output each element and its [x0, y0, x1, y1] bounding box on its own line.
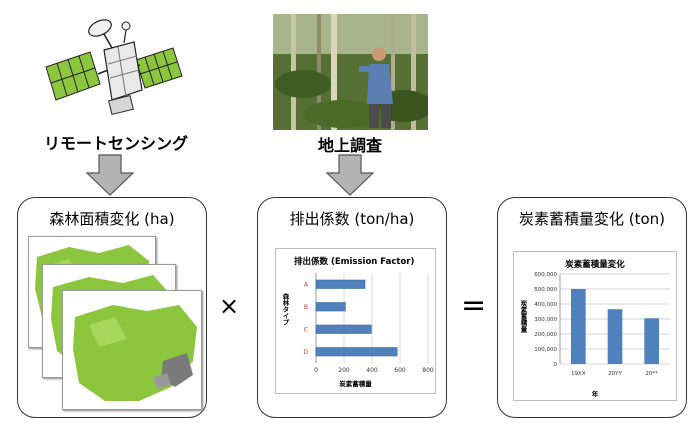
bar-B — [315, 302, 346, 312]
carbon-chart-ylabel: 炭素蓄積量 — [519, 300, 527, 333]
x-tick-label: 600 — [394, 367, 406, 374]
y-tick-label: 600,000 — [534, 272, 557, 278]
equals-operator: = — [461, 288, 487, 323]
carbon-bar-plot: 0 100,000 200,000 300,000 400,000 500,000 600,… — [534, 272, 670, 377]
bar-19XX — [571, 289, 586, 364]
y-tick-label: 100,000 — [534, 347, 557, 353]
emission-chart-title: 排出係数 (Emission Factor) — [294, 257, 415, 267]
emission-factor-panel: 排出係数 (ton/ha) 排出係数 (Emission Factor) 森林タ… — [257, 197, 447, 418]
carbon-stock-title: 炭素蓄積量変化 (ton) — [518, 210, 666, 228]
bar-D — [315, 347, 398, 357]
bar-20** — [644, 318, 659, 364]
satellite-illustration — [38, 12, 188, 127]
forest-map-layer-front — [62, 290, 202, 410]
emission-bar-plot: 0 200 400 600 800 A B C D — [303, 273, 434, 374]
down-arrow-icon — [85, 154, 135, 196]
bar-20YY — [607, 309, 623, 364]
forest-area-title: 森林面積変化 (ha) — [49, 210, 175, 228]
y-tick-label: 0 — [554, 362, 558, 368]
category-label: 20** — [645, 371, 658, 377]
remote-sensing-label: リモートセンシング — [43, 134, 188, 153]
category-label-A: A — [304, 281, 309, 288]
carbon-chart-xlabel: 年 — [591, 390, 599, 398]
y-tick-label: 200,000 — [534, 332, 557, 338]
bar-A — [315, 279, 366, 289]
x-tick-label: 0 — [314, 367, 318, 374]
emission-chart-ylabel: 森林タイプ — [281, 293, 289, 326]
forest-area-panel: 森林面積変化 (ha) — [17, 197, 207, 418]
x-tick-label: 800 — [422, 367, 434, 374]
y-tick-label: 500,000 — [534, 287, 557, 293]
category-label-D: D — [303, 349, 308, 356]
category-label-B: B — [304, 304, 308, 311]
category-label: 20YY — [608, 371, 622, 377]
x-tick-label: 200 — [338, 367, 350, 374]
x-tick-label: 400 — [366, 367, 378, 374]
satellite-icon — [45, 19, 183, 116]
multiply-operator: × — [219, 292, 240, 320]
carbon-stock-panel: 炭素蓄積量変化 (ton) 炭素蓄積量変化 炭素蓄積量 0 100,000 200,… — [497, 197, 687, 418]
category-label-C: C — [304, 326, 308, 333]
field-survey-label: 地上調査 — [317, 136, 382, 155]
field-survey-photo — [273, 14, 428, 130]
y-tick-label: 300,000 — [534, 317, 557, 323]
carbon-stock-chart: 炭素蓄積量変化 炭素蓄積量 0 100,000 200,000 300,000 400,… — [513, 251, 677, 401]
emission-chart-xlabel: 炭素蓄積量 — [339, 380, 372, 388]
down-arrow-icon — [325, 154, 375, 196]
y-tick-label: 400,000 — [534, 302, 557, 308]
category-label: 19XX — [571, 371, 586, 377]
carbon-chart-title: 炭素蓄積量変化 — [565, 260, 625, 270]
emission-factor-title: 排出係数 (ton/ha) — [289, 210, 415, 228]
emission-factor-chart: 排出係数 (Emission Factor) 森林タイプ 0 200 400 600 8… — [275, 248, 436, 394]
bar-C — [315, 324, 372, 334]
